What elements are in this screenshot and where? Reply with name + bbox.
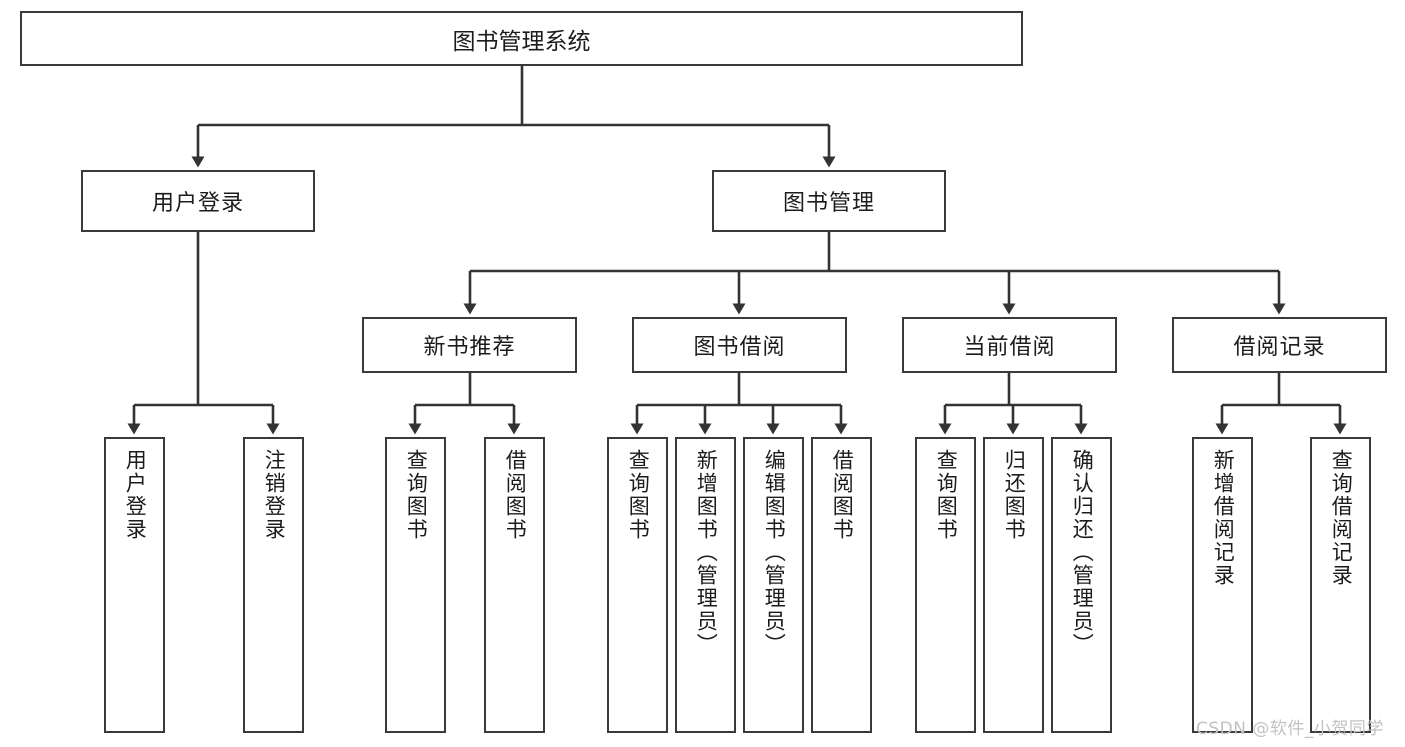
node-user-login[interactable]: 用户登录 — [81, 170, 315, 232]
node-leaf-cur-query[interactable]: 查询图书 — [915, 437, 976, 733]
node-leaf-borrow-lend-label: 借阅图书 — [830, 449, 855, 541]
node-current-borrow[interactable]: 当前借阅 — [902, 317, 1117, 373]
node-leaf-borrow-lend[interactable]: 借阅图书 — [811, 437, 872, 733]
node-leaf-cur-confirm[interactable]: 确认归还（管理员） — [1051, 437, 1112, 733]
node-leaf-rec-borrow[interactable]: 借阅图书 — [484, 437, 545, 733]
node-leaf-cur-return-label: 归还图书 — [1002, 449, 1027, 541]
node-leaf-rec-add[interactable]: 新增借阅记录 — [1192, 437, 1253, 733]
node-root-label: 图书管理系统 — [452, 28, 591, 55]
node-leaf-user-login[interactable]: 用户登录 — [104, 437, 165, 733]
node-leaf-user-logout-label: 注销登录 — [262, 449, 287, 541]
node-leaf-rec-query2[interactable]: 查询借阅记录 — [1310, 437, 1371, 733]
node-leaf-rec-borrow-label: 借阅图书 — [503, 449, 528, 541]
node-leaf-cur-confirm-label: 确认归还（管理员） — [1070, 449, 1095, 656]
node-leaf-borrow-edit-label: 编辑图书（管理员） — [762, 449, 787, 656]
node-leaf-rec-query2-label: 查询借阅记录 — [1329, 449, 1354, 587]
node-book-borrow-label: 图书借阅 — [693, 335, 786, 360]
node-leaf-user-login-label: 用户登录 — [123, 449, 148, 541]
node-leaf-borrow-query[interactable]: 查询图书 — [607, 437, 668, 733]
node-borrow-record-label: 借阅记录 — [1233, 335, 1326, 360]
csdn-watermark: CSDN @软件_小贺同学 — [1196, 719, 1384, 739]
node-leaf-rec-query-label: 查询图书 — [404, 449, 429, 541]
node-new-book-rec-label: 新书推荐 — [423, 335, 516, 360]
node-leaf-borrow-query-label: 查询图书 — [626, 449, 651, 541]
node-book-mgmt[interactable]: 图书管理 — [712, 170, 946, 232]
node-leaf-rec-add-label: 新增借阅记录 — [1211, 449, 1236, 587]
node-new-book-rec[interactable]: 新书推荐 — [362, 317, 577, 373]
node-book-borrow[interactable]: 图书借阅 — [632, 317, 847, 373]
node-leaf-borrow-edit[interactable]: 编辑图书（管理员） — [743, 437, 804, 733]
node-book-mgmt-label: 图书管理 — [782, 191, 875, 216]
node-current-borrow-label: 当前借阅 — [963, 335, 1056, 360]
node-leaf-cur-return[interactable]: 归还图书 — [983, 437, 1044, 733]
node-leaf-borrow-add[interactable]: 新增图书（管理员） — [675, 437, 736, 733]
node-leaf-borrow-add-label: 新增图书（管理员） — [694, 449, 719, 656]
node-root[interactable]: 图书管理系统 — [20, 11, 1023, 66]
node-leaf-user-logout[interactable]: 注销登录 — [243, 437, 304, 733]
node-leaf-cur-query-label: 查询图书 — [934, 449, 959, 541]
node-leaf-rec-query[interactable]: 查询图书 — [385, 437, 446, 733]
node-user-login-label: 用户登录 — [151, 191, 244, 216]
node-borrow-record[interactable]: 借阅记录 — [1172, 317, 1387, 373]
